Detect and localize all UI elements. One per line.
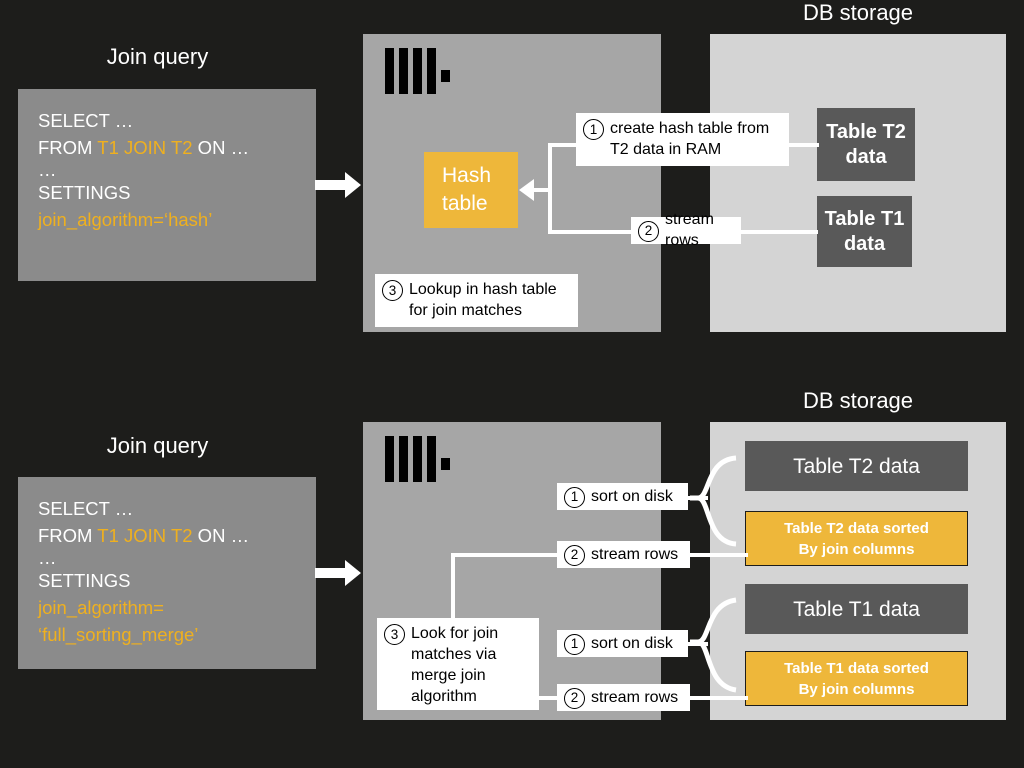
bottom-table-chip-t1-sorted: Table T1 data sorted By join columns — [745, 651, 968, 706]
callout-text: stream rows — [665, 211, 714, 249]
top-db-storage-title: DB storage — [802, 0, 914, 25]
query-from-prefix: FROM — [38, 137, 98, 158]
clickhouse-logo-bottom — [385, 436, 450, 482]
hash-table-box: Hash table — [424, 152, 518, 228]
top-connector-2-right — [740, 230, 818, 234]
callout-number: 3 — [382, 280, 403, 301]
top-table-chip-t1: Table T1 data — [817, 196, 912, 267]
bottom-connector-stream-t1-left — [536, 696, 564, 700]
callout-text: stream rows — [591, 688, 679, 706]
chip-label: Table T1 data — [793, 597, 920, 621]
top-table-chip-t2: Table T2 data — [817, 108, 915, 181]
query-line-join-algorithm: join_algorithm= — [38, 597, 164, 618]
query-line-from: FROM T1 JOIN T2 ON … — [38, 134, 296, 161]
top-connector-bracket-v — [548, 143, 552, 234]
query-line-ellipsis: … — [38, 159, 57, 180]
callout-number: 1 — [583, 119, 604, 140]
top-connector-1-right — [789, 143, 819, 147]
bottom-callout-merge-join: 3 Look for join matches via merge join a… — [377, 618, 539, 710]
query-line-ellipsis: … — [38, 547, 57, 568]
callout-text: Lookup in hash table for join matches — [409, 281, 557, 319]
query-line-from: FROM T1 JOIN T2 ON … — [38, 522, 296, 549]
top-hash-arrow-head — [519, 179, 534, 201]
chip-label: Table T1 data sorted By join columns — [784, 659, 929, 698]
query-line-settings: SETTINGS — [38, 182, 131, 203]
bottom-callout-sort-t1: 1 sort on disk — [557, 630, 688, 657]
callout-text: sort on disk — [591, 487, 673, 505]
chip-label: Table T2 data — [826, 120, 906, 168]
top-db-storage-panel — [710, 34, 1006, 332]
query-line-select: SELECT … — [38, 110, 134, 131]
bottom-callout-stream-t1: 2 stream rows — [557, 684, 690, 711]
hash-table-label-line1: Hash — [442, 164, 492, 187]
bottom-callout-stream-t2: 2 stream rows — [557, 541, 690, 568]
top-query-box: SELECT … FROM T1 JOIN T2 ON … … SETTINGS… — [18, 89, 316, 281]
bottom-connector-stream-t2-vert — [451, 553, 455, 621]
query-line-select: SELECT … — [38, 498, 134, 519]
top-connector-bracket-to-hash — [533, 188, 550, 192]
top-callout-1: 1 create hash table from T2 data in RAM — [576, 113, 789, 166]
bottom-table-chip-t1: Table T1 data — [745, 584, 968, 634]
top-connector-1-left — [548, 143, 584, 147]
callout-number: 2 — [638, 220, 659, 242]
query-line-join-algorithm: join_algorithm=‘hash’ — [38, 209, 213, 230]
query-line-join-algorithm-value: ‘full_sorting_merge’ — [38, 624, 199, 645]
query-join-highlight: T1 JOIN T2 — [97, 137, 193, 158]
bottom-flow-arrow — [315, 560, 361, 586]
chip-label: Table T2 data — [793, 454, 920, 478]
bottom-connector-stream-t1-right — [690, 696, 748, 700]
top-callout-3: 3 Lookup in hash table for join matches — [375, 274, 578, 327]
chip-label: Table T2 data sorted By join columns — [784, 519, 929, 558]
top-callout-2: 2 stream rows — [631, 211, 741, 249]
query-from-suffix: ON … — [192, 525, 250, 546]
bottom-table-chip-t2-sorted: Table T2 data sorted By join columns — [745, 511, 968, 566]
bottom-query-box: SELECT … FROM T1 JOIN T2 ON … … SETTINGS… — [18, 477, 316, 669]
bottom-connector-sort-t1 — [686, 642, 708, 646]
bottom-callout-sort-t2: 1 sort on disk — [557, 483, 688, 510]
callout-text: stream rows — [591, 545, 679, 563]
bottom-brace-t2 — [690, 455, 737, 547]
query-join-highlight: T1 JOIN T2 — [97, 525, 193, 546]
callout-text: Look for join matches via merge join alg… — [411, 625, 499, 705]
chip-label: Table T1 data — [824, 207, 905, 255]
query-line-settings: SETTINGS — [38, 570, 131, 591]
callout-number: 3 — [384, 624, 405, 645]
bottom-connector-sort-t2 — [686, 496, 708, 500]
top-join-query-title: Join query — [106, 44, 209, 69]
callout-number: 2 — [564, 687, 585, 709]
callout-number: 2 — [564, 544, 585, 566]
callout-number: 1 — [564, 486, 585, 508]
bottom-connector-stream-t2-left — [451, 553, 558, 557]
hash-table-label-line2: table — [442, 192, 488, 215]
callout-text: create hash table from T2 data in RAM — [610, 120, 770, 158]
bottom-table-chip-t2: Table T2 data — [745, 441, 968, 491]
callout-text: sort on disk — [591, 634, 673, 652]
query-from-suffix: ON … — [192, 137, 250, 158]
callout-number: 1 — [564, 633, 585, 655]
bottom-connector-stream-t2-right — [690, 553, 748, 557]
bottom-db-storage-title: DB storage — [802, 388, 914, 413]
bottom-join-query-title: Join query — [106, 433, 209, 458]
top-connector-2-left — [548, 230, 632, 234]
clickhouse-logo-top — [385, 48, 450, 94]
top-flow-arrow — [315, 172, 361, 198]
query-from-prefix: FROM — [38, 525, 98, 546]
